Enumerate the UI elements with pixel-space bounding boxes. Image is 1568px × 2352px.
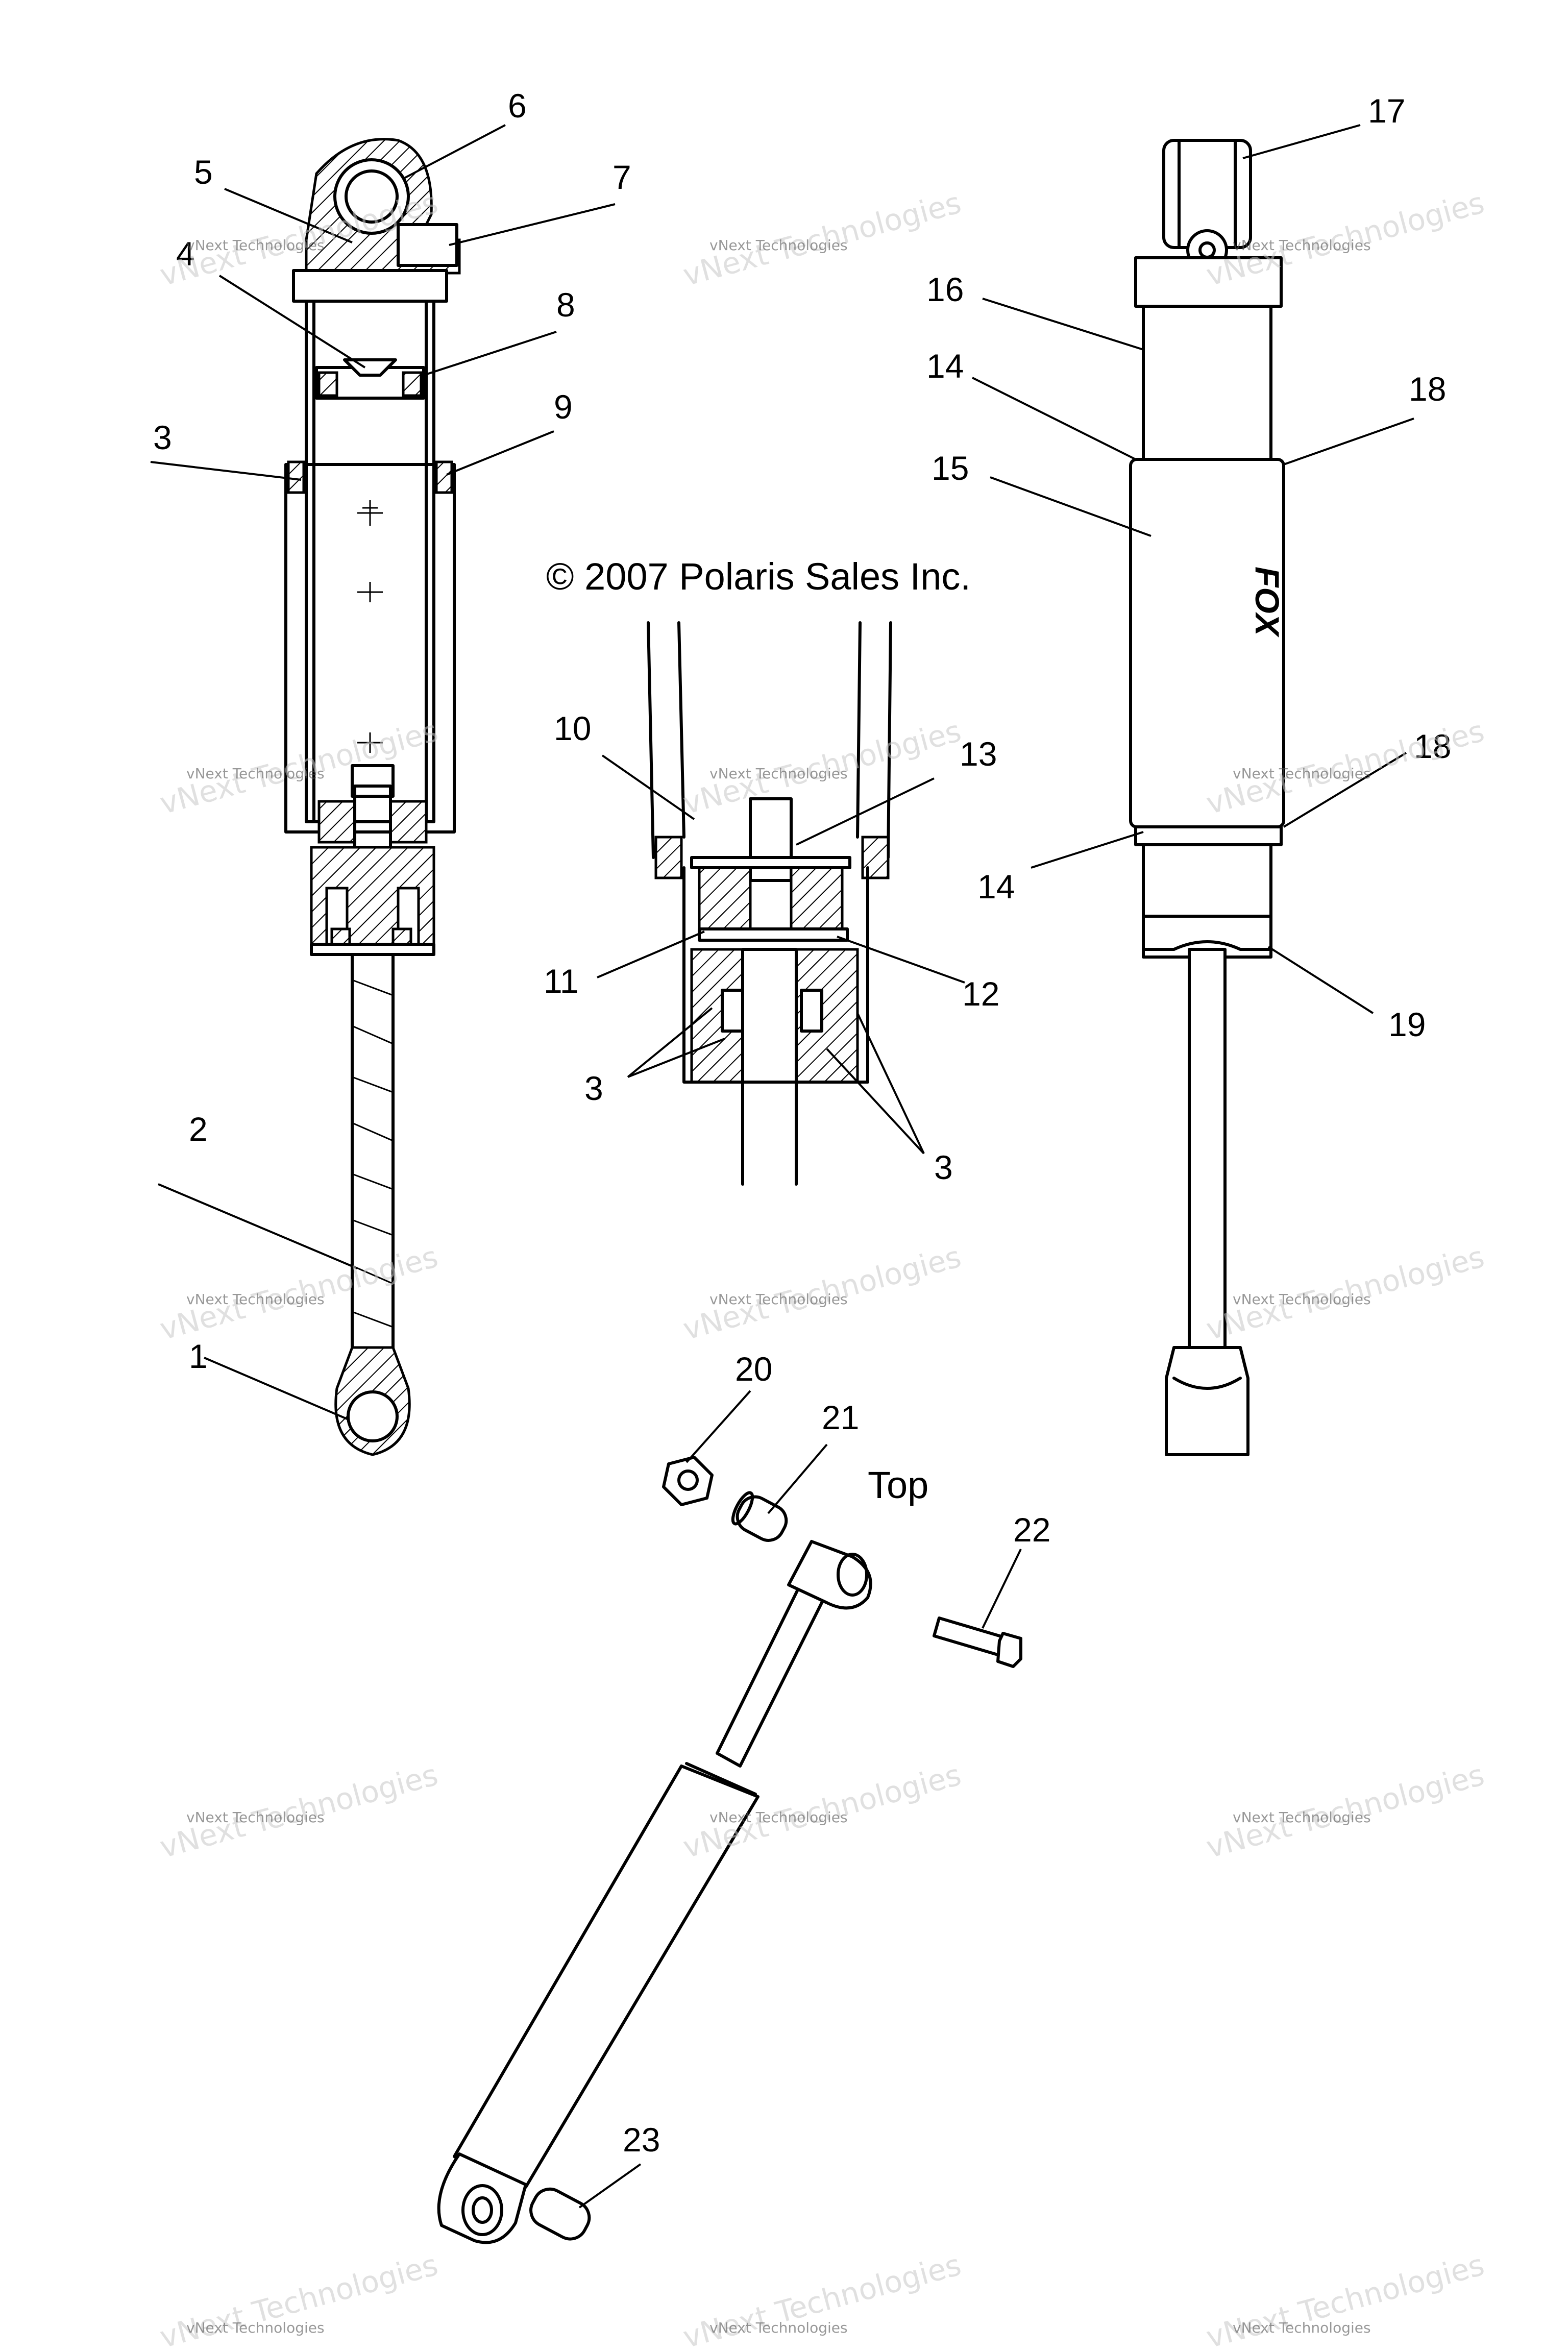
callout-8: 8 (556, 286, 575, 324)
shaft-exterior (1188, 948, 1227, 1349)
watermark-small: vNext Technologies (186, 1809, 325, 1826)
callout-7: 7 (612, 158, 631, 196)
callout-18-upper: 18 (1409, 370, 1446, 408)
copyright-text: © 2007 Polaris Sales Inc. (546, 555, 971, 598)
shaft (351, 953, 395, 1359)
watermark: vNext Technologies (679, 2247, 965, 2352)
watermarks: vNext Technologies vNext Technologies vNe… (156, 185, 1488, 2352)
leader-lines (150, 124, 1414, 2209)
callout-19: 19 (1388, 1006, 1426, 1043)
callout-13: 13 (960, 735, 997, 773)
callout-1: 1 (189, 1337, 208, 1375)
brand-mark: FOX (1248, 567, 1286, 638)
callout-14-lower: 14 (977, 868, 1015, 905)
watermark-small: vNext Technologies (186, 237, 325, 254)
callout-3-center-right: 3 (934, 1148, 953, 1186)
watermark-small: vNext Technologies (186, 765, 325, 782)
callout-14-upper: 14 (926, 347, 964, 385)
callout-11: 11 (544, 962, 579, 1000)
watermark-small: vNext Technologies (709, 1809, 848, 1826)
watermark: vNext Technologies (156, 2247, 442, 2352)
valve-fitting (397, 223, 458, 267)
watermark-small: vNext Technologies (1233, 1809, 1371, 1826)
callout-4: 4 (176, 235, 195, 273)
reservoir-cap (1134, 256, 1283, 308)
callout-23: 23 (623, 2121, 660, 2159)
spacer-23 (529, 2187, 591, 2241)
flange-nut (662, 1456, 714, 1506)
bottom-seal-exterior (1142, 915, 1272, 951)
watermark-small: vNext Technologies (1233, 765, 1371, 782)
bottom-eye-exterior (1165, 1346, 1250, 1456)
callout-6: 6 (508, 87, 527, 125)
callout-17: 17 (1368, 92, 1405, 130)
callout-10: 10 (554, 709, 591, 747)
watermark-small: vNext Technologies (709, 765, 848, 782)
callout-3: 3 (153, 419, 172, 456)
callout-9: 9 (554, 388, 573, 426)
callout-18-lower: 18 (1414, 727, 1451, 765)
callout-2: 2 (189, 1110, 208, 1148)
callout-5: 5 (194, 153, 213, 191)
watermark-small: vNext Technologies (1233, 2319, 1371, 2336)
callout-labels: 1 2 3 4 5 6 7 8 9 10 11 12 13 3 3 14 14 … (153, 87, 1451, 2159)
exterior-shock: FOX (1129, 139, 1286, 1456)
watermark-small: vNext Technologies (1233, 1291, 1371, 1308)
installed-shock-rod (716, 1571, 831, 1768)
callout-3-center-left: 3 (584, 1069, 603, 1107)
hardware (437, 1456, 1022, 2244)
watermark-small: vNext Technologies (1233, 237, 1371, 254)
outer-sleeve (284, 463, 456, 834)
callout-22: 22 (1013, 1511, 1050, 1549)
installed-top-eye (787, 1540, 872, 1610)
watermark: vNext Technologies (1203, 2247, 1488, 2352)
seal-head-detail (647, 621, 892, 1186)
lower-seal-head (310, 846, 435, 956)
schrader-valve (343, 358, 397, 377)
watermark-small: vNext Technologies (709, 2319, 848, 2336)
watermark-small: vNext Technologies (186, 1291, 325, 1308)
bolt-22 (933, 1616, 1010, 1658)
callout-12: 12 (962, 975, 999, 1013)
top-label: Top (868, 1464, 928, 1506)
watermark-small: vNext Technologies (186, 2319, 325, 2336)
reservoir-body (1142, 305, 1272, 461)
callout-21: 21 (822, 1399, 859, 1436)
watermark-small: vNext Technologies (709, 1291, 848, 1308)
callout-16: 16 (926, 271, 964, 308)
body-upper (292, 269, 448, 303)
callout-20: 20 (735, 1350, 772, 1388)
callout-15: 15 (932, 449, 969, 487)
watermark-small: vNext Technologies (709, 237, 848, 254)
